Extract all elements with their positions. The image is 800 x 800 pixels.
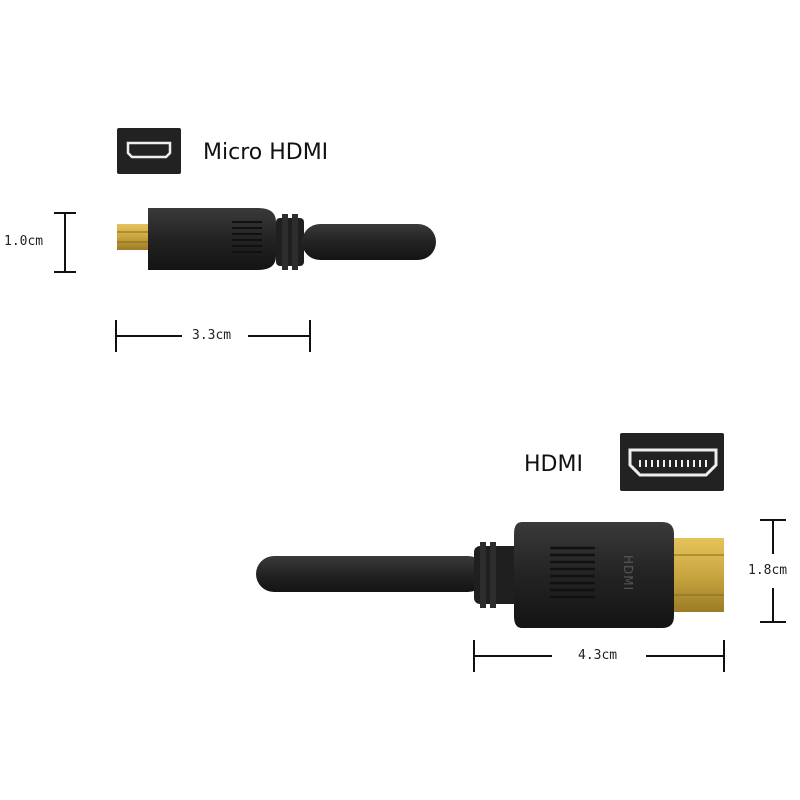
hdmi-logo: HDMI (621, 555, 635, 592)
hdmi-height-label: 1.8cm (748, 563, 788, 578)
hdmi-cable (256, 556, 486, 592)
micro-height-label: 1.0cm (4, 234, 44, 249)
hdmi-height-dimension (760, 519, 786, 623)
hdmi-title: HDMI (524, 452, 583, 477)
micro-cable (302, 224, 436, 260)
hdmi-width-dimension (473, 640, 725, 672)
micro-hdmi-title: Micro HDMI (203, 140, 329, 165)
micro-height-dimension (54, 212, 76, 273)
micro-width-dimension (115, 320, 311, 352)
micro-width-label: 3.3cm (192, 328, 232, 343)
micro-hdmi-port-icon (117, 128, 181, 174)
hdmi-width-label: 4.3cm (578, 648, 618, 663)
hdmi-plug (474, 522, 724, 628)
micro-hdmi-plug (117, 208, 304, 270)
hdmi-port-icon (620, 433, 724, 491)
